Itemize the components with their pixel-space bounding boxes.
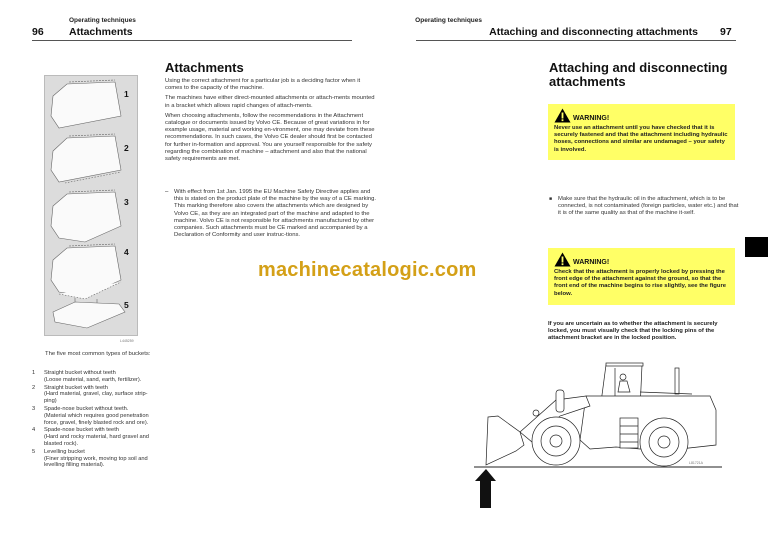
bucket-list-item: 1 Straight bucket without teeth(Loose ma… xyxy=(32,370,142,383)
bucket-label-2: 2 xyxy=(124,143,129,153)
warning-triangle-icon xyxy=(554,252,571,267)
right-header-rule xyxy=(416,40,736,41)
right-header-section: Operating techniques xyxy=(415,17,482,24)
loader-figure-code: L81721A xyxy=(689,461,704,465)
bucket-figure-caption: The five most common types of buckets: xyxy=(45,351,151,357)
left-header-rule xyxy=(32,40,352,41)
bucket-label-1: 1 xyxy=(124,89,129,99)
paragraph: The machines have either direct-mounted … xyxy=(165,95,375,109)
wheel-loader-figure: L81721A xyxy=(440,350,730,530)
bucket-label-4: 4 xyxy=(124,247,129,257)
warning-box-1: WARNING! Never use an attachment until y… xyxy=(548,104,735,160)
right-heading: Attaching and disconnecting attachments xyxy=(549,60,728,89)
bucket-list-item: 4 Spade-nose bucket with teeth(Hard and … xyxy=(32,427,149,447)
warning-text: Check that the attachment is properly lo… xyxy=(554,269,727,297)
left-page-number: 96 xyxy=(32,26,44,38)
left-header-title: Attachments xyxy=(69,26,133,38)
warning-triangle-icon xyxy=(554,108,571,123)
left-header-section: Operating techniques xyxy=(69,17,136,24)
bucket-label-5: 5 xyxy=(124,300,129,310)
warning-box-2: WARNING! Check that the attachment is pr… xyxy=(548,248,735,305)
right-page-number: 97 xyxy=(720,26,732,38)
locking-pins-note: If you are uncertain as to whether the a… xyxy=(548,321,718,342)
bucket-list-item: 5 Levelling bucket(Finer stripping work,… xyxy=(32,448,148,469)
warning-title: WARNING! xyxy=(573,115,610,122)
bucket-figure: 1 2 3 4 5 xyxy=(44,75,138,336)
bucket-list: 1 Straight bucket without teeth(Loose ma… xyxy=(32,370,157,470)
bucket-illustrations-icon xyxy=(50,79,126,329)
bucket-list-item: 2 Straight bucket with teeth(Hard materi… xyxy=(32,384,148,405)
left-body: Using the correct attachment for a parti… xyxy=(165,78,378,166)
bucket-label-3: 3 xyxy=(124,197,129,207)
left-heading: Attachments xyxy=(165,60,244,75)
paragraph: When choosing attachments, follow the re… xyxy=(165,112,375,163)
warning-title: WARNING! xyxy=(573,259,610,266)
hydraulic-oil-bullet: ■ Make sure that the hydraulic oil in th… xyxy=(549,196,739,218)
ce-directive-item: – With effect from 1st Jan. 1995 the EU … xyxy=(165,189,378,239)
section-tab-marker xyxy=(745,237,768,257)
warning-text: Never use an attachment until you have c… xyxy=(554,125,728,153)
dash-marker: – xyxy=(165,189,169,195)
bucket-figure-code: L445259 xyxy=(120,339,134,343)
watermark: machinecatalogic.com xyxy=(258,259,477,281)
bullet-text: Make sure that the hydraulic oil in the … xyxy=(558,196,739,217)
wheel-loader-icon xyxy=(474,362,722,508)
ce-directive-text: With effect from 1st Jan. 1995 the EU Ma… xyxy=(174,189,377,239)
bucket-list-item: 3 Spade-nose bucket without teeth.(Mater… xyxy=(32,405,149,426)
paragraph: Using the correct attachment for a parti… xyxy=(165,78,361,92)
right-header-title: Attaching and disconnecting attachments xyxy=(489,26,698,38)
bullet-marker: ■ xyxy=(549,196,553,202)
